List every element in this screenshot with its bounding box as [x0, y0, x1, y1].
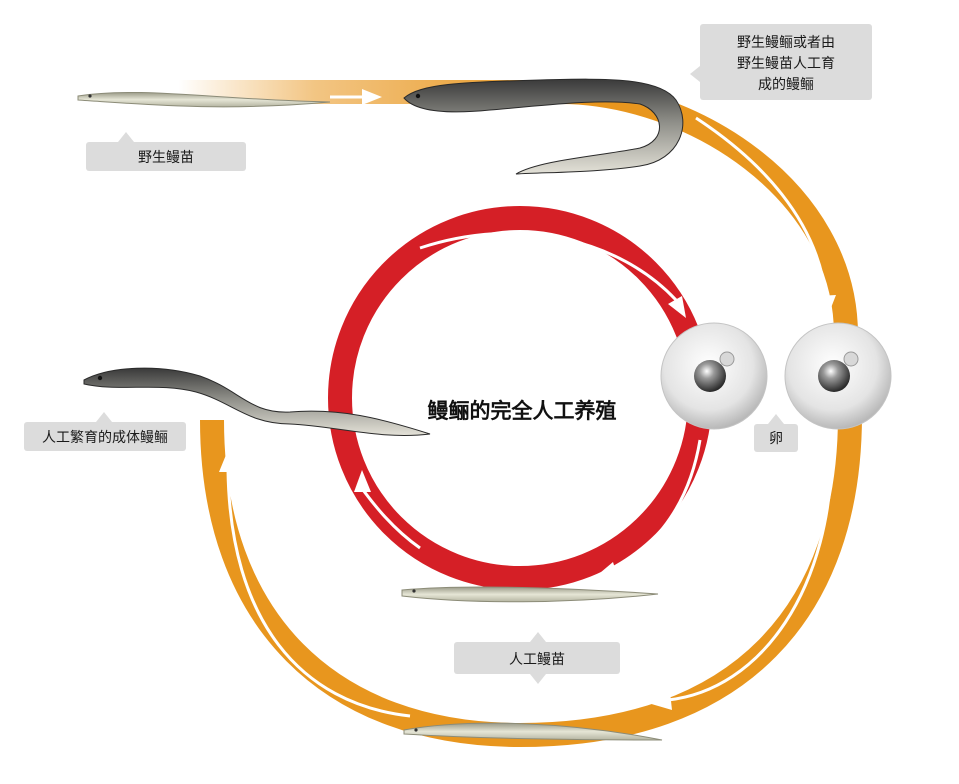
- label-eggs: 卵: [754, 414, 798, 452]
- label-wild-or-farmed-eel-line2: 野生鳗苗人工育: [737, 56, 835, 72]
- egg-2-yolk: [818, 360, 850, 392]
- outer-arrow-top-head: [362, 89, 382, 105]
- label-wild-or-farmed-eel-line3: 成的鳗鲡: [758, 77, 814, 93]
- outer-cycle-upper-right-arc: [559, 80, 858, 336]
- outer-arrow-bottom-head: [648, 692, 672, 710]
- label-eggs-text: 卵: [769, 431, 783, 447]
- egg-2-oil: [843, 351, 859, 367]
- egg-1: [660, 322, 768, 430]
- label-artificial-adult-eel: 人工繁育的成体鳗鲡: [24, 412, 186, 451]
- outer-arrow-bottom: [667, 439, 834, 702]
- outer-arrow-left: [226, 469, 411, 718]
- label-wild-or-farmed-eel: 野生鳗鲡或者由 野生鳗苗人工育 成的鳗鲡: [690, 24, 872, 100]
- diagram-title: 鳗鲡的完全人工养殖: [428, 399, 617, 423]
- wild-glass-eel-illustration: [77, 91, 331, 108]
- egg-1-yolk: [694, 360, 726, 392]
- label-wild-glass-eel-text: 野生鳗苗: [138, 150, 194, 166]
- outer-arrow-right-head: [817, 295, 836, 318]
- inner-arrow-top-head: [668, 296, 686, 318]
- outer-arrow-left-head: [219, 450, 237, 472]
- label-wild-or-farmed-eel-line1: 野生鳗鲡或者由: [737, 35, 835, 51]
- label-artificial-glass-eel: 人工鳗苗: [454, 632, 620, 684]
- label-wild-glass-eel: 野生鳗苗: [86, 132, 246, 171]
- label-artificial-glass-eel-text: 人工鳗苗: [509, 652, 565, 668]
- inner-arrow-left-head: [354, 470, 371, 492]
- egg-2: [784, 322, 892, 430]
- adult-eel-top-illustration: [403, 78, 684, 175]
- artificial-glass-eel-illustration: [401, 586, 659, 603]
- egg-1-oil: [719, 351, 735, 367]
- inner-arrow-right: [611, 439, 702, 572]
- inner-arrow-top: [419, 231, 678, 302]
- bottom-glass-eel-illustration: [403, 722, 663, 741]
- label-artificial-adult-eel-text: 人工繁育的成体鳗鲡: [42, 430, 168, 446]
- inner-arrow-right-head: [594, 562, 618, 578]
- outer-arrow-right: [695, 116, 828, 299]
- artificial-adult-eel-illustration: [83, 367, 431, 436]
- inner-cycle: [328, 206, 712, 590]
